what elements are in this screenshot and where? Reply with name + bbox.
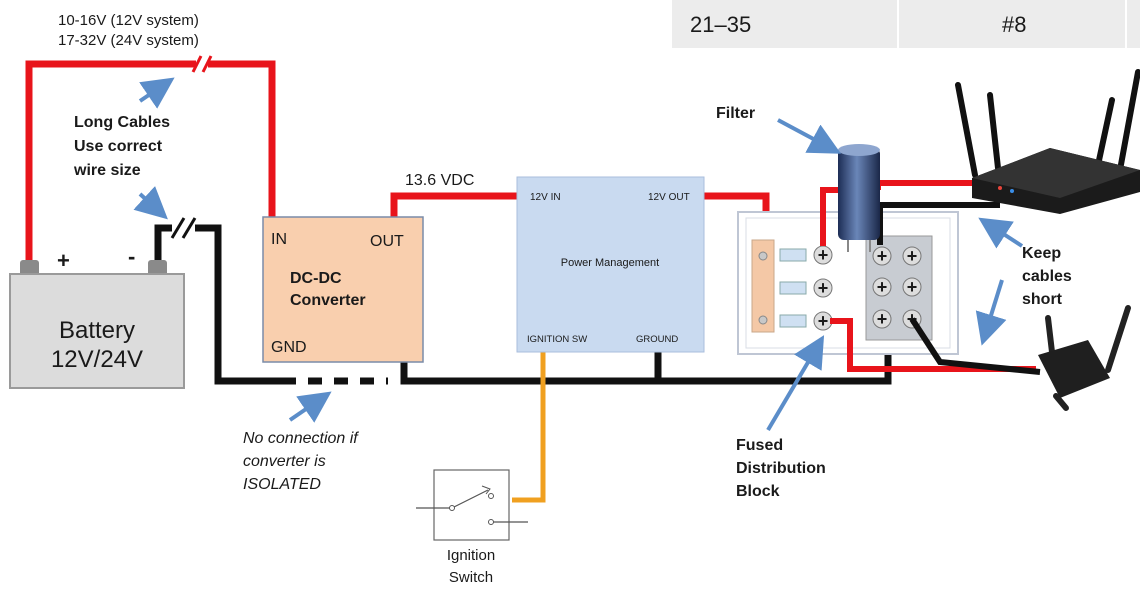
keep-short-line3: short <box>1022 291 1063 308</box>
converter-gnd-label: GND <box>271 339 307 356</box>
terminal-plus-2: + <box>818 278 829 298</box>
distribution-block-line1: Fused <box>736 437 783 454</box>
arrow-to-positive-cable-icon <box>138 77 175 109</box>
power-mgmt-ignition-label: IGNITION SW <box>527 334 587 345</box>
terminal-plus-4: + <box>877 246 888 266</box>
filter-capacitor-icon <box>838 144 880 252</box>
table-cell-gauge-range: 21–35 <box>690 12 751 37</box>
terminal-plus-1: + <box>818 245 829 265</box>
terminal-plus-7: + <box>907 277 918 297</box>
arrow-to-distribution-block-icon <box>766 335 825 432</box>
terminal-plus-3: + <box>818 311 829 331</box>
battery-label-line1: Battery <box>59 317 135 344</box>
arrow-to-negative-cable-icon <box>133 186 168 220</box>
output-voltage-label: 13.6 VDC <box>405 172 474 189</box>
ignition-switch-line2: Switch <box>449 569 493 586</box>
terminal-plus-8: + <box>877 309 888 329</box>
battery-plus-label: + <box>57 248 70 273</box>
power-mgmt-out-label: 12V OUT <box>648 192 690 203</box>
battery-positive-wire <box>25 60 276 262</box>
power-mgmt-in-label: 12V IN <box>530 192 561 203</box>
converter-output-wire <box>390 192 520 217</box>
router-large-icon <box>955 69 1140 214</box>
filter-label: Filter <box>716 105 755 122</box>
distribution-block-line2: Distribution <box>736 460 826 477</box>
distribution-block-line3: Block <box>736 483 780 500</box>
long-cable-break-mark <box>191 55 213 73</box>
keep-short-line1: Keep <box>1022 245 1061 262</box>
long-cables-line3: wire size <box>73 162 141 179</box>
keep-short-line2: cables <box>1022 268 1072 285</box>
isolation-note-line3: ISOLATED <box>243 476 321 493</box>
ground-cable-break-mark <box>170 217 197 239</box>
router-small-icon <box>1038 305 1131 411</box>
table-cell-wire-size: #8 <box>1002 12 1026 37</box>
arrow-to-large-router-icon <box>978 217 1024 249</box>
terminal-plus-6: + <box>877 277 888 297</box>
converter-in-label: IN <box>271 231 287 248</box>
converter-out-label: OUT <box>370 233 404 250</box>
ignition-switch-line1: Ignition <box>447 547 495 564</box>
ignition-switch: Ignition Switch <box>416 469 528 586</box>
voltage-note-line2: 17-32V (24V system) <box>58 32 199 49</box>
battery: + - Battery 12V/24V <box>9 244 185 389</box>
arrow-to-small-router-icon <box>975 279 1007 346</box>
arrow-to-filter-icon <box>777 118 842 154</box>
power-mgmt-title: Power Management <box>561 257 659 269</box>
power-management-module: 12V IN 12V OUT Power Management IGNITION… <box>516 176 705 353</box>
isolation-note-line1: No connection if <box>243 430 359 447</box>
arrow-to-isolation-gap-icon <box>288 391 332 423</box>
battery-minus-label: - <box>128 244 135 269</box>
converter-title-line2: Converter <box>290 292 366 309</box>
power-mgmt-ground-label: GROUND <box>636 334 678 345</box>
long-cables-line2: Use correct <box>74 138 163 155</box>
terminal-plus-5: + <box>907 246 918 266</box>
table-fragment: 21–35 #8 <box>672 0 1140 48</box>
ignition-wire <box>512 352 546 503</box>
battery-label-line2: 12V/24V <box>51 346 143 373</box>
converter-title-line1: DC-DC <box>290 270 342 287</box>
dc-dc-converter: IN OUT DC-DC Converter GND <box>262 216 424 363</box>
voltage-note-line1: 10-16V (12V system) <box>58 12 199 29</box>
isolation-note-line2: converter is <box>243 453 326 470</box>
long-cables-line1: Long Cables <box>74 114 170 131</box>
